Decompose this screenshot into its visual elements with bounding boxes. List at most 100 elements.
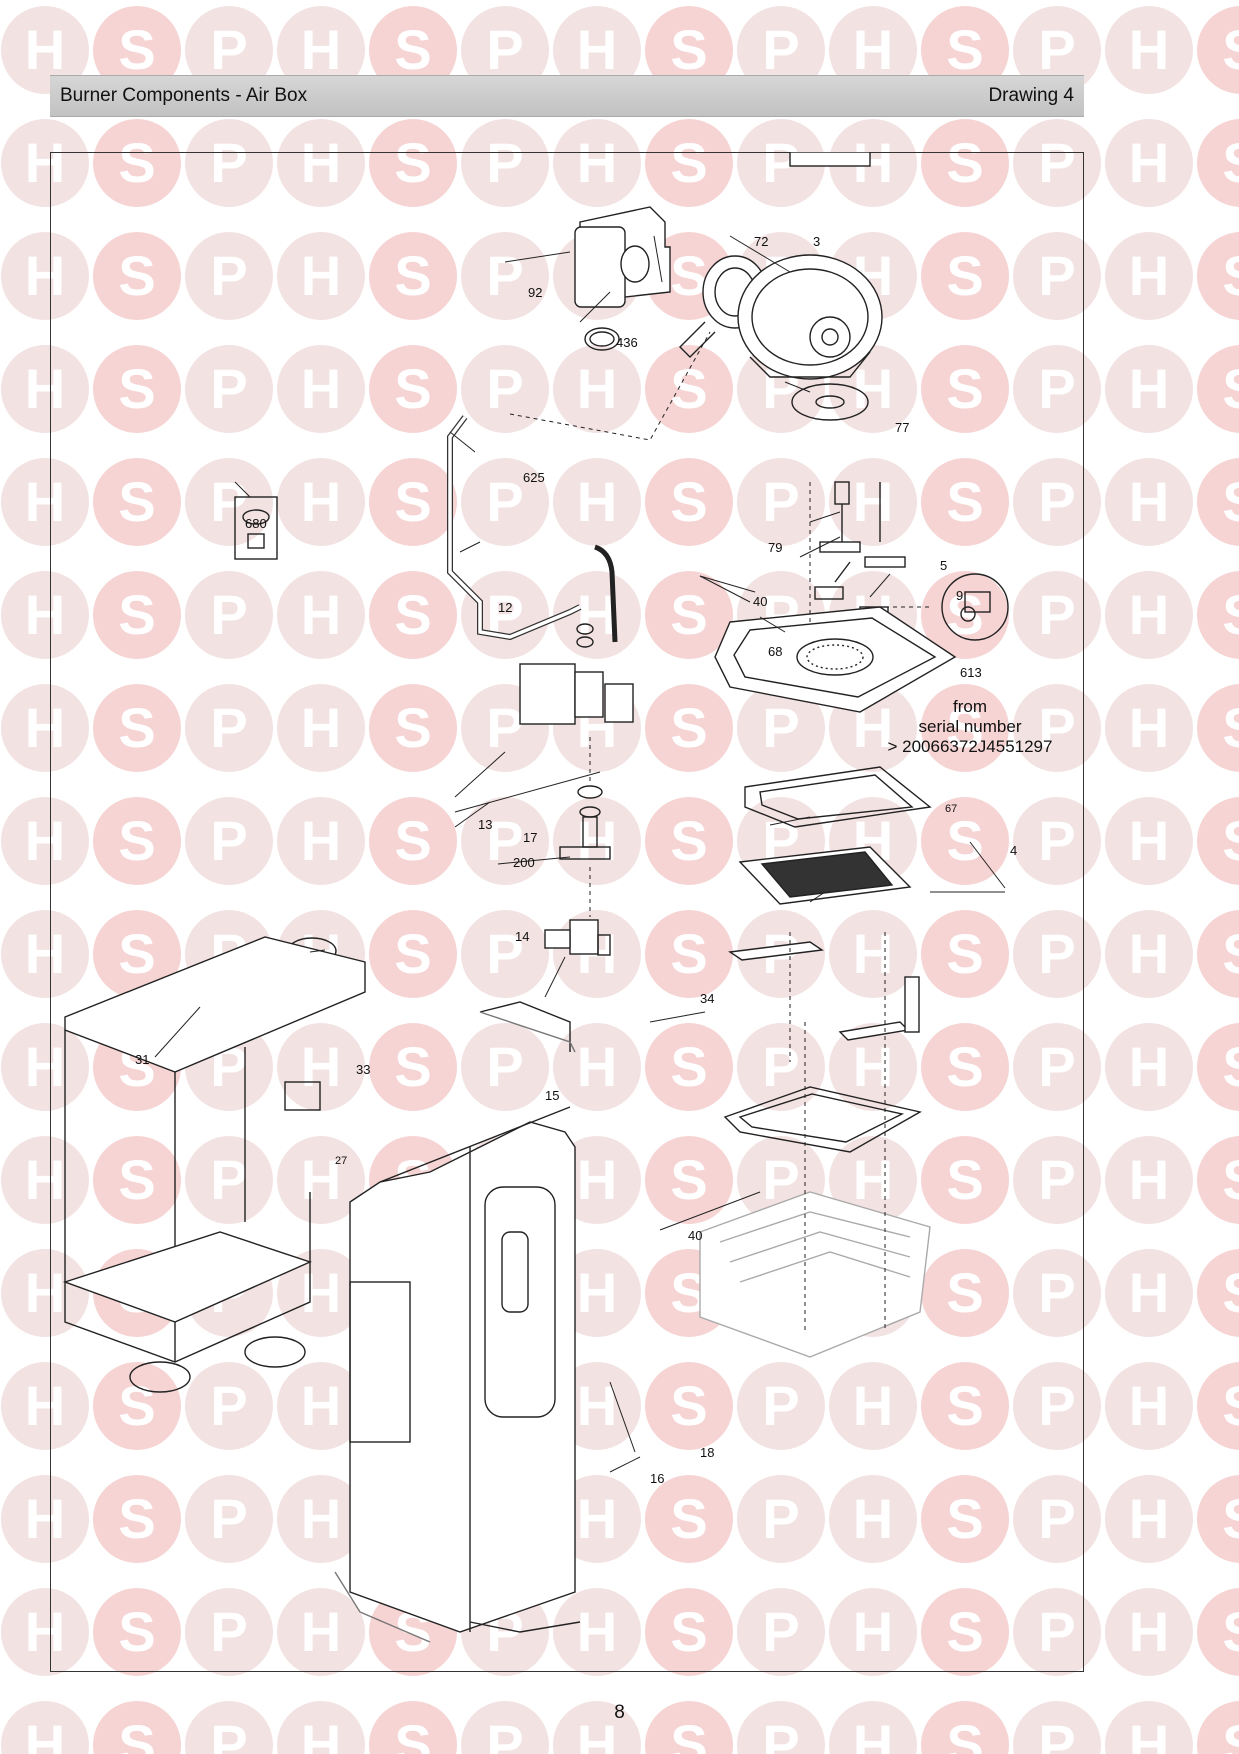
serial-note-line1: from: [953, 697, 987, 716]
watermark-circle: [737, 1701, 825, 1754]
page-number: 8: [614, 1702, 625, 1723]
watermark-letter: P: [1038, 1148, 1075, 1211]
watermark-letter: S: [1222, 131, 1239, 194]
watermark-circle: [1197, 910, 1239, 998]
watermark-letter: H: [25, 1713, 65, 1754]
watermark-circle: [93, 571, 181, 659]
watermark-letter: H: [577, 1487, 617, 1550]
callout-625: 613: [960, 665, 982, 680]
watermark-circle: [1105, 910, 1193, 998]
watermark-circle: [369, 1023, 457, 1111]
watermark-circle: [1105, 1588, 1193, 1676]
watermark-letter: S: [670, 1148, 707, 1211]
watermark-letter: S: [1222, 583, 1239, 646]
watermark-letter: S: [118, 357, 155, 420]
watermark-letter: S: [946, 1261, 983, 1324]
watermark-letter: H: [25, 922, 65, 985]
watermark-circle: [185, 6, 273, 94]
watermark-letter: P: [1038, 1261, 1075, 1324]
watermark-circle: [1197, 1475, 1239, 1563]
watermark-letter: H: [1129, 470, 1169, 533]
watermark-letter: S: [1222, 1261, 1239, 1324]
watermark-circle: [1013, 1475, 1101, 1563]
watermark-circle: [461, 571, 549, 659]
watermark-letter: P: [486, 470, 523, 533]
watermark-letter: P: [762, 18, 799, 81]
watermark-letter: P: [762, 1374, 799, 1437]
callout-72: 72: [754, 234, 768, 249]
watermark-letter: S: [394, 583, 431, 646]
watermark-circle: [645, 119, 733, 207]
watermark-letter: P: [1038, 809, 1075, 872]
watermark-circle: [461, 119, 549, 207]
watermark-letter: H: [25, 1261, 65, 1324]
watermark-letter: H: [25, 1148, 65, 1211]
watermark-letter: S: [946, 1487, 983, 1550]
watermark-letter: P: [1038, 922, 1075, 985]
watermark-circle: [645, 1475, 733, 1563]
watermark-letter: H: [301, 1713, 341, 1754]
watermark-letter: H: [853, 922, 893, 985]
watermark-letter: H: [301, 244, 341, 307]
watermark-letter: P: [210, 1487, 247, 1550]
watermark-circle: [921, 232, 1009, 320]
watermark-letter: H: [301, 696, 341, 759]
watermark-letter: H: [853, 357, 893, 420]
watermark-letter: S: [946, 696, 983, 759]
callout-17: 17: [523, 830, 537, 845]
watermark-letter: S: [946, 470, 983, 533]
watermark-circle: [93, 119, 181, 207]
watermark-letter: P: [1038, 470, 1075, 533]
watermark-letter: H: [301, 18, 341, 81]
watermark-circle: [1, 119, 89, 207]
watermark-letter: P: [210, 470, 247, 533]
watermark-circle: [369, 797, 457, 885]
watermark-letter: H: [1129, 922, 1169, 985]
fan-assembly: [737, 254, 883, 380]
gas-inlet-fitting: [582, 816, 598, 848]
watermark-letter: S: [670, 1713, 707, 1754]
watermark-circle: [829, 910, 917, 998]
watermark-letter: S: [1222, 357, 1239, 420]
watermark-circle: [829, 458, 917, 546]
watermark-letter: S: [1222, 809, 1239, 872]
watermark-circle: [93, 1362, 181, 1450]
watermark-letter: S: [394, 470, 431, 533]
watermark-circle: [921, 1362, 1009, 1450]
watermark-circle: [1197, 119, 1239, 207]
watermark-circle: [277, 571, 365, 659]
watermark-circle: [1, 1475, 89, 1563]
watermark-circle: [1197, 797, 1239, 885]
watermark-circle: [185, 345, 273, 433]
watermark-circle: [461, 1023, 549, 1111]
watermark-letter: P: [762, 1713, 799, 1754]
watermark-letter: S: [1222, 1713, 1239, 1754]
watermark-letter: S: [670, 922, 707, 985]
watermark-circle: [1, 797, 89, 885]
watermark-circle: [1, 684, 89, 772]
watermark-circle: [553, 6, 641, 94]
watermark-circle: [737, 1475, 825, 1563]
watermark-letter: S: [394, 696, 431, 759]
callout-18: 18: [700, 1445, 714, 1460]
watermark-letter: S: [670, 809, 707, 872]
watermark-letter: P: [762, 1487, 799, 1550]
watermark-letter: H: [577, 1600, 617, 1663]
watermark-circle: [369, 684, 457, 772]
watermark-letter: P: [486, 809, 523, 872]
kit-box: [234, 496, 278, 560]
outer-casing: [349, 1001, 581, 1633]
watermark-circle: [1197, 1588, 1239, 1676]
watermark-letter: H: [25, 18, 65, 81]
watermark-letter: P: [1038, 583, 1075, 646]
watermark-circle: [369, 458, 457, 546]
watermark-letter: P: [1038, 1487, 1075, 1550]
watermark-letter: S: [118, 470, 155, 533]
callout-613: 27: [335, 1155, 347, 1167]
watermark-letter: P: [1038, 696, 1075, 759]
watermark-letter: H: [1129, 696, 1169, 759]
watermark-circle: [1, 232, 89, 320]
watermark-circle: [185, 684, 273, 772]
watermark-circle: [277, 1362, 365, 1450]
watermark-circle: [1, 345, 89, 433]
